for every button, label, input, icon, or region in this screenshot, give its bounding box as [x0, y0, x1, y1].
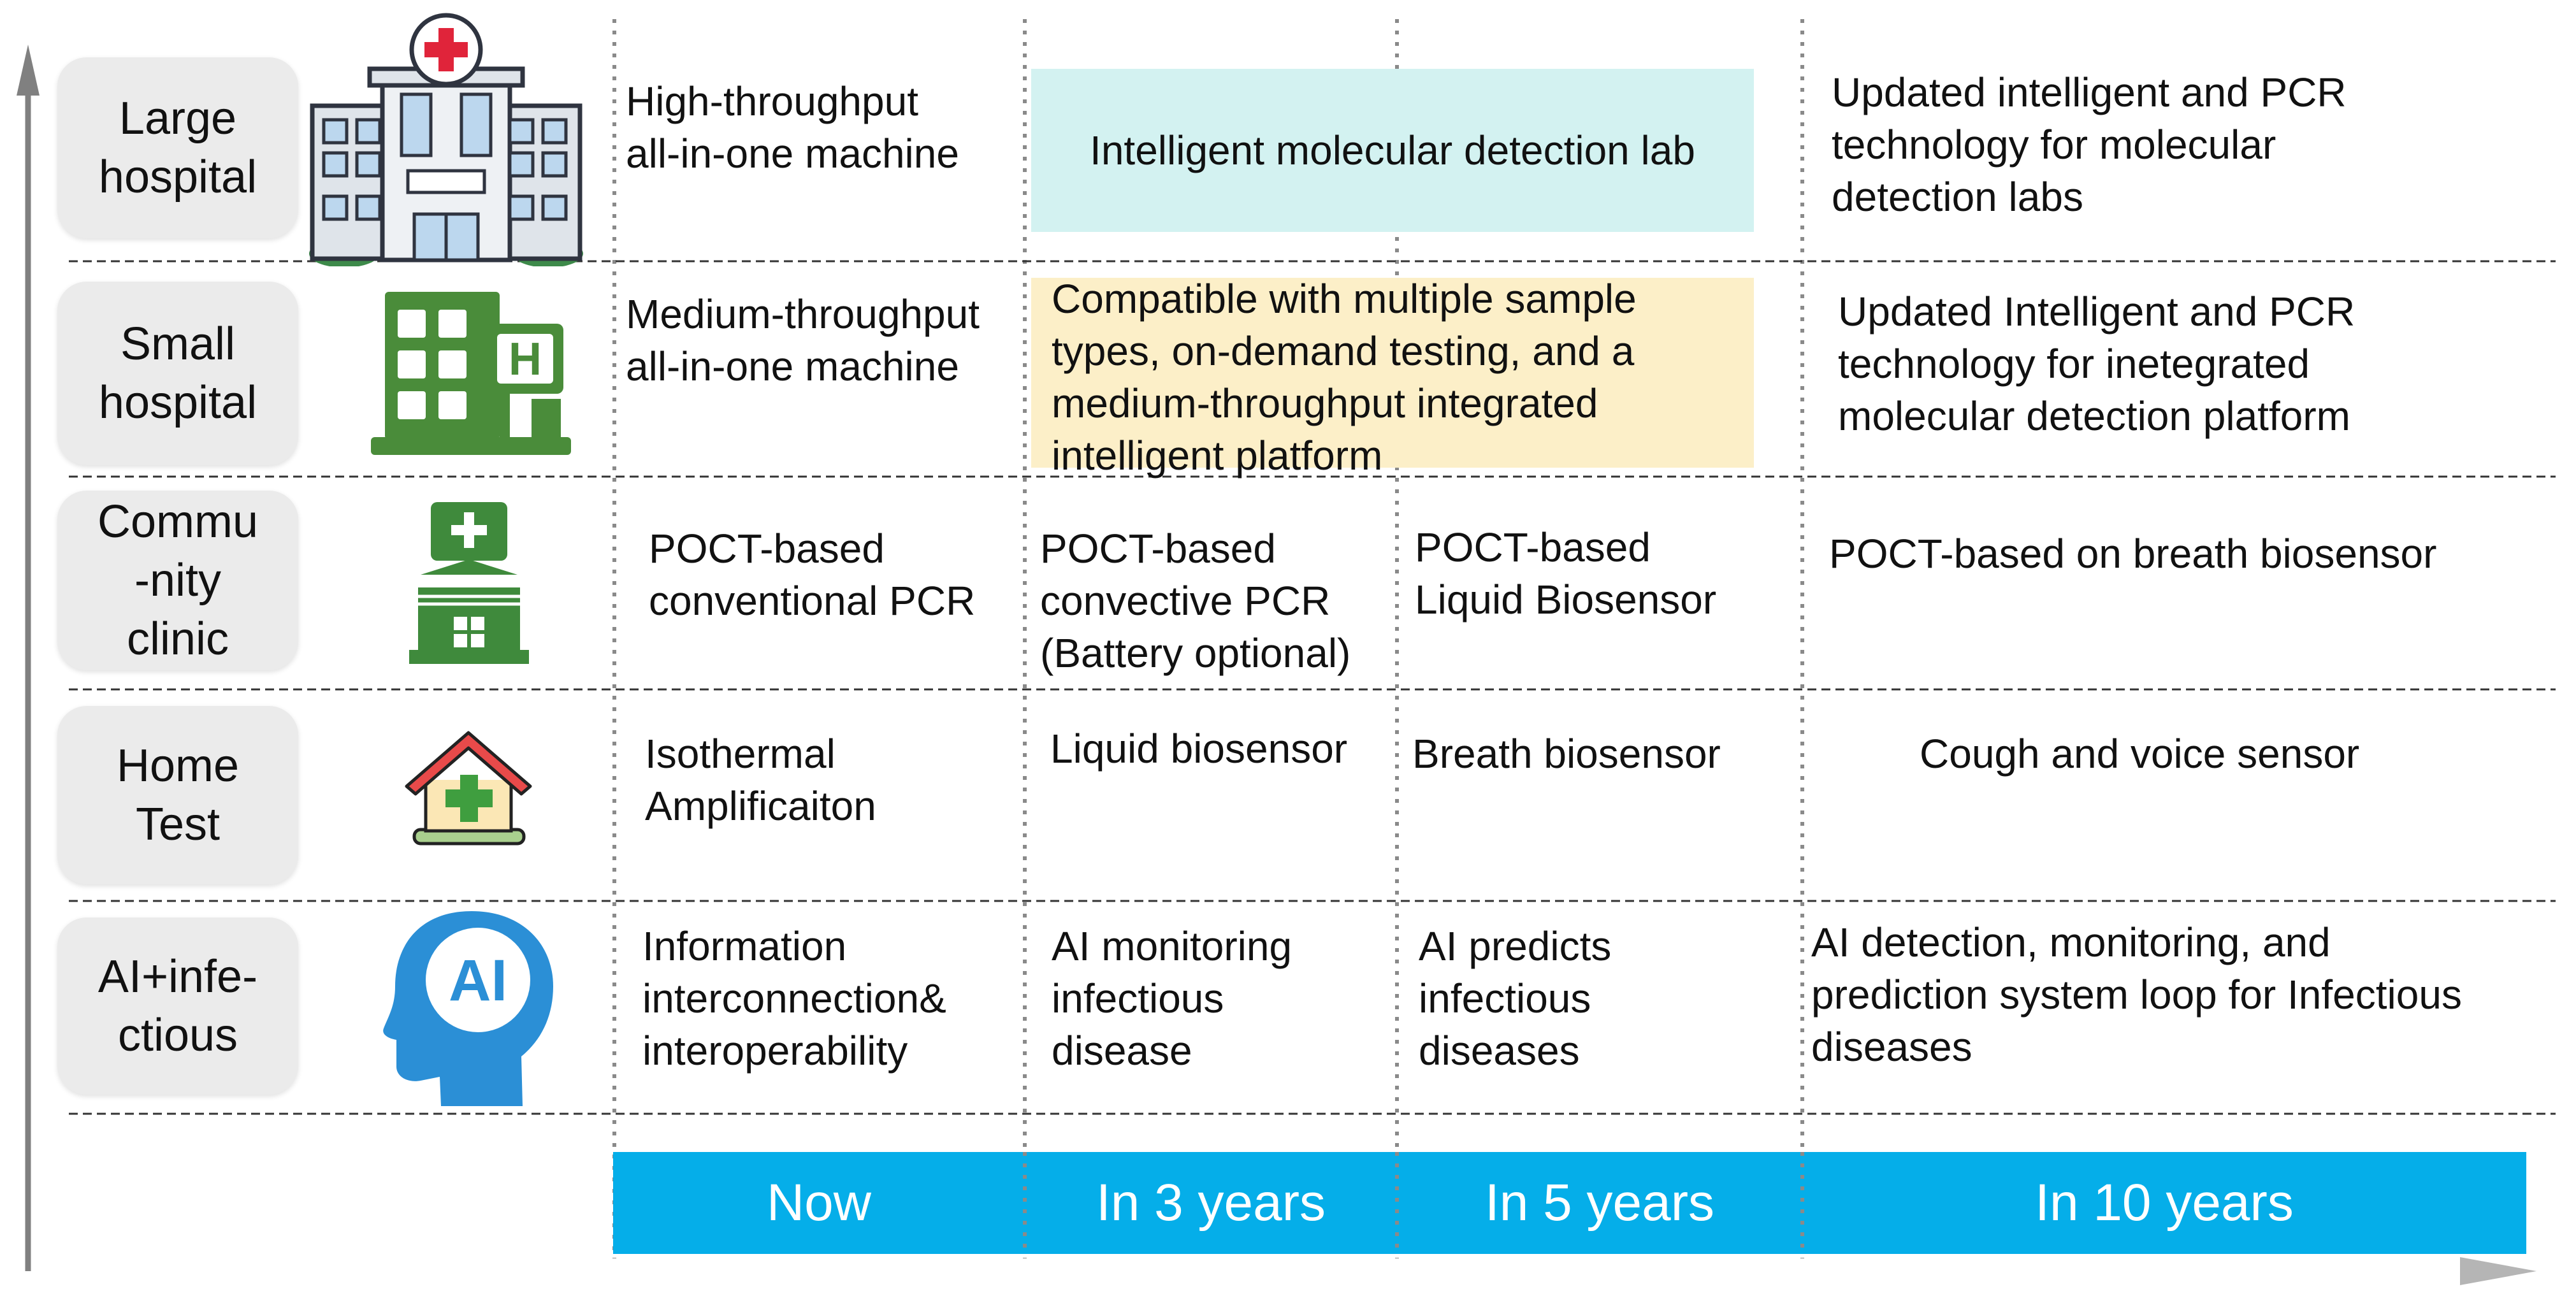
- cell-small-10: Updated Intelligent and PCR technology f…: [1838, 289, 2355, 439]
- row-label-large-hospital: Large hospital: [57, 57, 298, 238]
- cell-ai-5: AI predicts infectious diseases: [1419, 923, 1612, 1074]
- home-medical-icon: [405, 731, 532, 846]
- row-label-home-test: Home Test: [57, 706, 298, 884]
- cell-clinic-now: POCT-based conventional PCR: [649, 526, 976, 624]
- cell-large-now: High-throughput all-in-one machine: [626, 78, 959, 176]
- svg-text:H: H: [509, 334, 542, 385]
- highlight-compatible-platform: [1031, 278, 1754, 468]
- cell-clinic-5: POCT-based Liquid Biosensor: [1415, 524, 1717, 623]
- timeline-bar: [613, 1152, 2526, 1254]
- timeline-3-years: In 3 years: [1096, 1174, 1326, 1232]
- cell-home-now: Isothermal Amplificaiton: [645, 731, 876, 829]
- y-axis-arrow: [17, 45, 40, 1271]
- row-label-community-clinic: Commu -nity clinic: [57, 491, 298, 670]
- timeline-10-years: In 10 years: [2035, 1174, 2294, 1232]
- row-label-small-hospital: Small hospital: [57, 282, 298, 465]
- cell-clinic-3: POCT-based convective PCR (Battery optio…: [1040, 526, 1351, 676]
- svg-text:AI: AI: [449, 948, 507, 1013]
- cell-home-10: Cough and voice sensor: [1920, 731, 2360, 777]
- cell-large-3-5: Intelligent molecular detection lab: [1090, 127, 1695, 173]
- timeline-now: Now: [766, 1174, 872, 1232]
- row-label-ai-infectious: AI+infe- ctious: [57, 918, 298, 1095]
- cell-small-now: Medium-throughput all-in-one machine: [626, 291, 980, 389]
- x-axis-arrow: [28, 1257, 2536, 1285]
- hospital-building-icon: [309, 13, 583, 266]
- highlight-intelligent-lab: [1031, 69, 1754, 232]
- cell-ai-10: AI detection, monitoring, and prediction…: [1811, 919, 2462, 1070]
- ai-head-icon: AI: [383, 911, 553, 1106]
- timeline-5-years: In 5 years: [1484, 1174, 1715, 1232]
- cell-large-10: Updated intelligent and PCR technology f…: [1832, 69, 2347, 220]
- clinic-building-icon: [409, 502, 529, 664]
- cell-clinic-10: POCT-based on breath biosensor: [1829, 531, 2437, 577]
- small-hospital-icon: H: [371, 292, 571, 455]
- cell-small-3-5: Compatible with multiple sample types, o…: [1052, 276, 1637, 479]
- cell-home-3: Liquid biosensor: [1050, 726, 1348, 772]
- cell-ai-3: AI monitoring infectious disease: [1052, 923, 1292, 1074]
- cell-home-5: Breath biosensor: [1412, 731, 1721, 777]
- cell-ai-now: Information interconnection& interoperab…: [642, 923, 946, 1074]
